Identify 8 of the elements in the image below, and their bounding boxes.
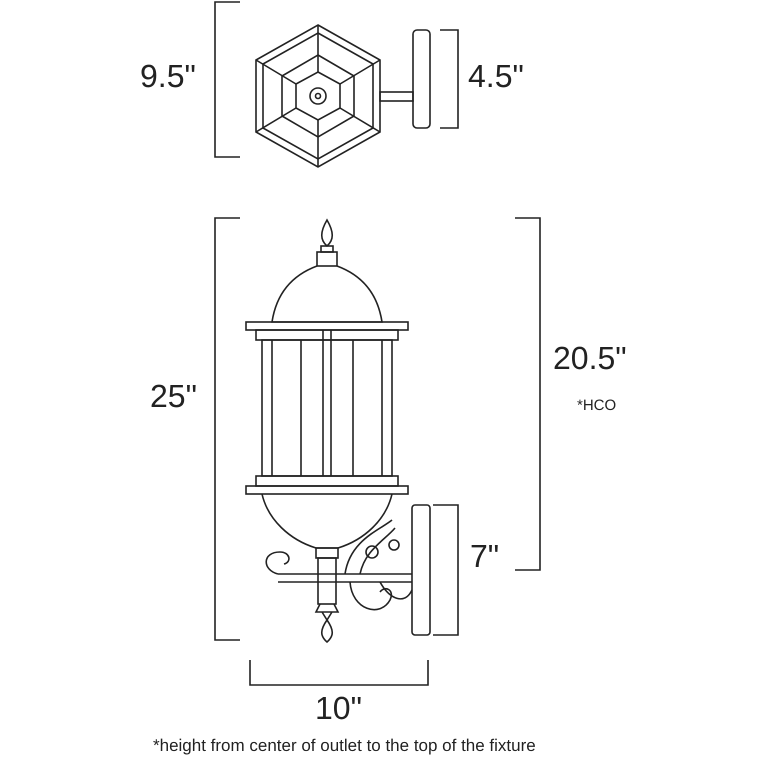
note-text: *HCO — [577, 398, 616, 413]
dimension-label: 7" — [470, 540, 500, 572]
dimension-label: 10" — [315, 692, 362, 724]
dimension-label: 4.5" — [468, 60, 524, 92]
footnote-text: *height from center of outlet to the top of the fixture — [153, 737, 536, 754]
dimension-label: 25" — [150, 380, 197, 412]
dimension-label: 9.5" — [140, 60, 196, 92]
dimension-label: 20.5" — [553, 342, 627, 374]
